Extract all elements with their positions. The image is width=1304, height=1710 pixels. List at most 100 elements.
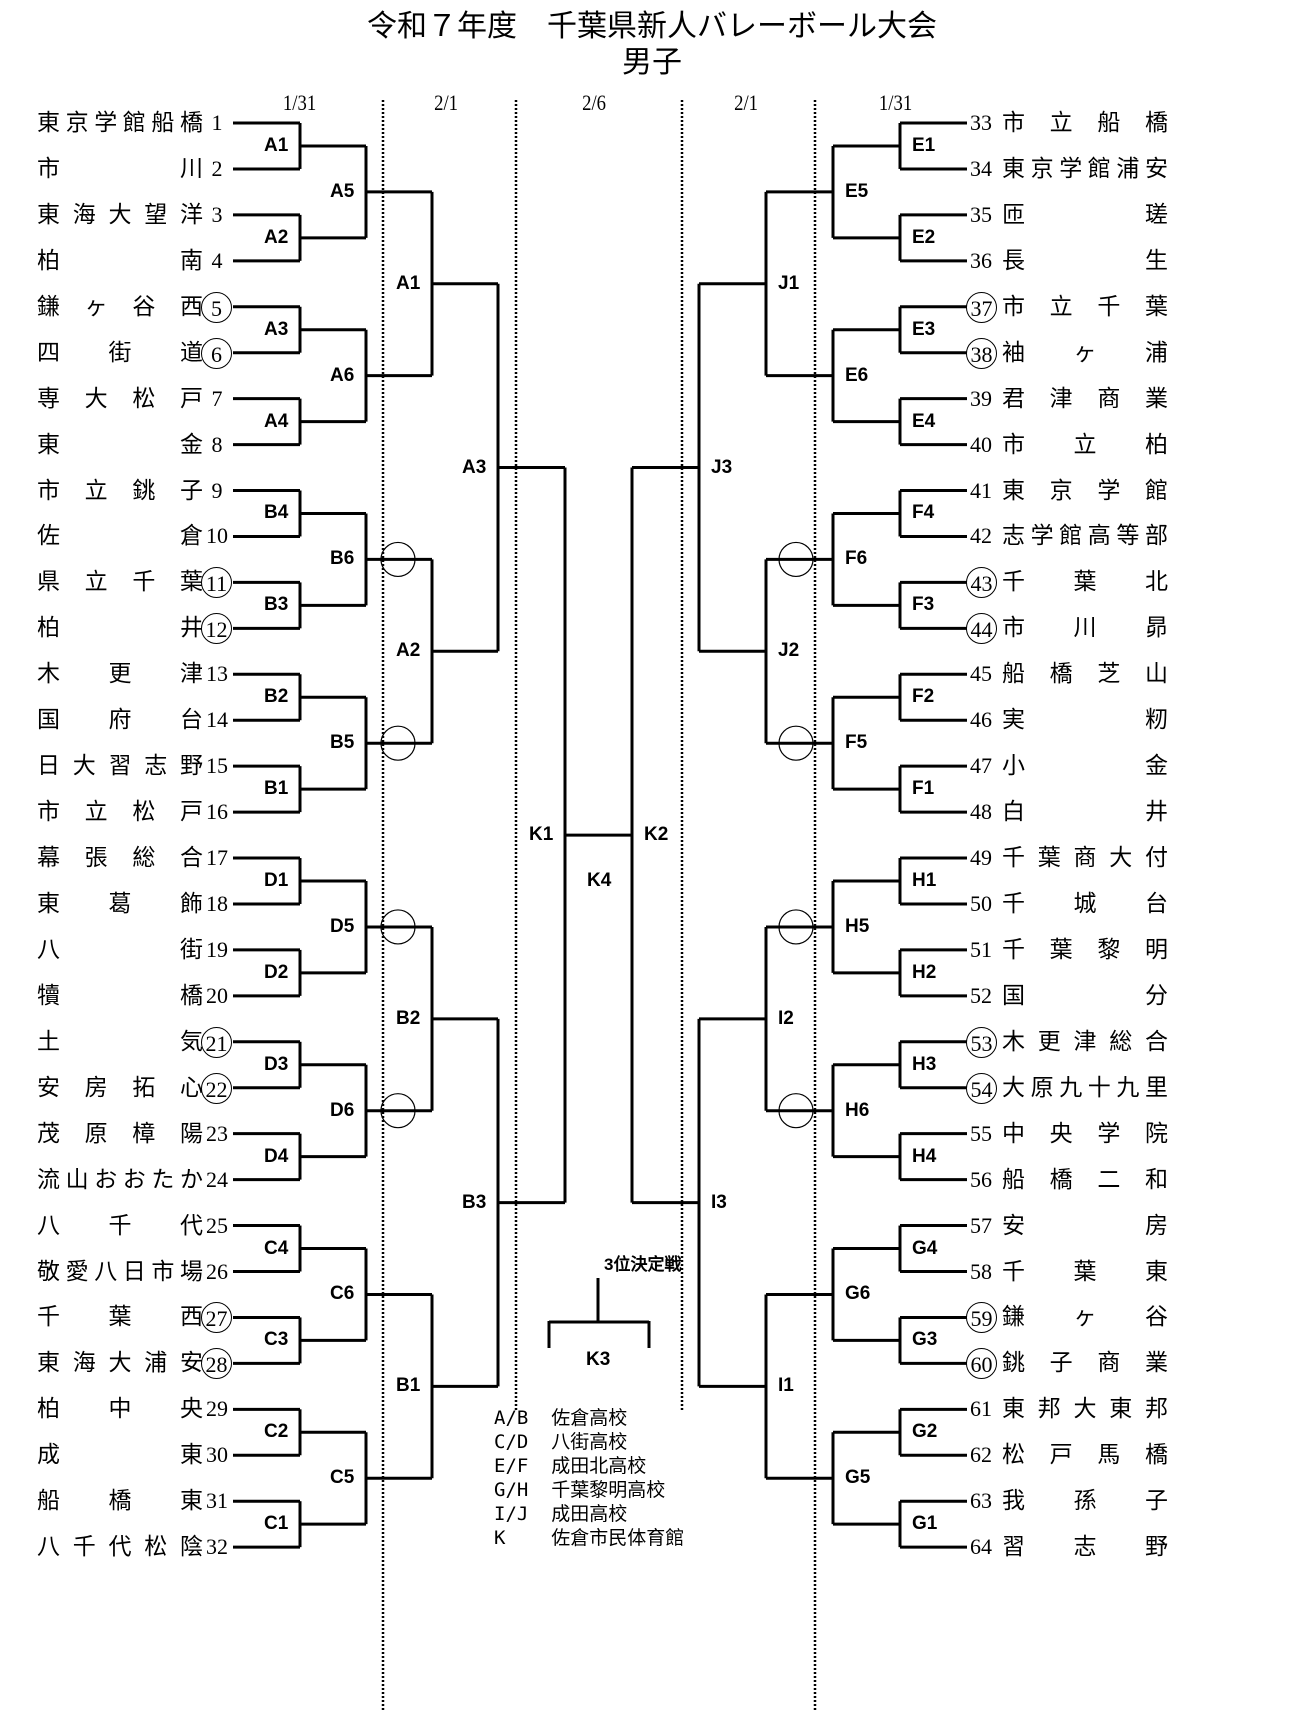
advance-marker-circle [778, 909, 814, 945]
match-code-label: E3 [912, 318, 936, 340]
team-seed-number-circled: 11 [201, 567, 232, 599]
advance-marker-circle [778, 541, 814, 578]
team-name: 君津商業 [1002, 385, 1168, 412]
team-name: 市立千葉 [1002, 293, 1168, 320]
match-code-label: B6 [330, 548, 355, 570]
team-name: 東京学館浦安 [1002, 155, 1168, 182]
team-seed-number-circled: 27 [201, 1302, 232, 1334]
team-seed-number: 29 [206, 1396, 228, 1422]
match-code-label: A2 [264, 226, 289, 248]
team-seed-number-circled: 5 [201, 291, 232, 323]
team-seed-number: 13 [206, 661, 228, 687]
team-seed-number: 45 [970, 661, 992, 687]
team-name: 我孫子 [1002, 1488, 1168, 1515]
team-seed-number: 33 [970, 110, 992, 135]
team-seed-number: 64 [970, 1534, 992, 1560]
team-name: 東金 [37, 431, 203, 458]
team-seed-number: 23 [206, 1120, 228, 1146]
team-name: 柏井 [37, 615, 203, 642]
semifinal-code-label: K2 [644, 824, 669, 846]
match-code-label: H5 [845, 915, 870, 937]
advance-marker-circle [380, 1093, 416, 1129]
date-right-round2: 2/1 [734, 90, 759, 115]
team-name: 国府台 [37, 707, 203, 734]
team-name: 柏南 [37, 247, 203, 274]
match-code-label: G1 [912, 1513, 938, 1535]
team-seed-number-circled: 60 [966, 1348, 997, 1380]
match-code-label: H1 [912, 870, 937, 891]
team-seed-number: 40 [970, 431, 992, 457]
venue-place: 佐倉市民体育館 [551, 1527, 685, 1549]
match-code-label: B3 [264, 594, 289, 616]
match-code-label: D2 [264, 961, 289, 983]
team-seed-number: 49 [970, 845, 992, 871]
team-seed-number-circled: 44 [966, 613, 997, 645]
third-place-label: 3位決定戦 [604, 1255, 682, 1274]
team-seed-number: 26 [206, 1258, 228, 1284]
team-name: 茂原樟陽 [37, 1120, 203, 1147]
team-seed-number: 56 [970, 1166, 992, 1192]
venue-place: 成田高校 [551, 1503, 628, 1525]
venue-entry: E/F 成田北高校 [494, 1454, 646, 1478]
team-name: 東葛飾 [37, 890, 203, 917]
team-seed-number: 9 [211, 477, 223, 503]
match-code-label: D5 [330, 915, 355, 937]
match-code-label: A4 [264, 410, 289, 432]
venue-entry: A/B 佐倉高校 [494, 1406, 627, 1430]
team-seed-number: 55 [970, 1120, 992, 1146]
venue-code: C/D [494, 1431, 552, 1453]
team-name: 四街道 [37, 339, 203, 366]
venue-code: A/B [494, 1407, 552, 1429]
team-name: 袖ヶ浦 [1002, 339, 1168, 366]
team-name: 専大松戸 [37, 385, 203, 412]
match-code-label: B1 [264, 778, 289, 800]
team-name: 習志野 [1002, 1534, 1168, 1561]
team-seed-number: 8 [211, 431, 223, 457]
match-code-label: G5 [845, 1467, 871, 1489]
team-seed-number: 51 [970, 936, 992, 962]
team-seed-number: 61 [970, 1396, 992, 1422]
team-name: 千葉商大付 [1002, 845, 1168, 872]
team-seed-number-circled: 6 [201, 337, 232, 369]
team-seed-number: 46 [970, 707, 992, 733]
date-left-round1: 1/31 [282, 90, 317, 115]
match-code-label: J2 [778, 640, 800, 662]
team-seed-number: 17 [206, 845, 228, 871]
match-code-label: C6 [330, 1283, 355, 1305]
team-name: 木更津総合 [1002, 1028, 1168, 1055]
team-name: 千葉黎明 [1002, 936, 1168, 963]
team-seed-number-circled: 38 [966, 337, 997, 369]
team-seed-number: 30 [206, 1442, 228, 1468]
team-name: 鎌ヶ谷 [1002, 1304, 1168, 1331]
match-code-label: F3 [912, 594, 935, 616]
team-seed-number: 48 [970, 799, 992, 825]
team-seed-number: 34 [970, 155, 992, 181]
match-code-label: C5 [330, 1467, 355, 1489]
venue-code: K [494, 1527, 552, 1549]
match-code-label: F2 [912, 686, 935, 708]
match-code-label: F6 [845, 548, 868, 570]
venue-entry: C/D 八街高校 [494, 1430, 627, 1454]
match-code-label: H2 [912, 961, 937, 983]
final-code-label: K4 [587, 870, 612, 892]
team-name: 志学館高等部 [1002, 523, 1168, 550]
date-left-round2: 2/1 [434, 90, 459, 115]
match-code-label: B2 [264, 686, 289, 708]
team-seed-number: 16 [206, 799, 228, 825]
team-name: 千葉北 [1002, 569, 1168, 596]
team-name: 船橋芝山 [1002, 661, 1168, 688]
match-code-label: E1 [912, 134, 936, 156]
advance-marker-circle [380, 541, 416, 578]
match-code-label: J3 [711, 456, 733, 478]
team-seed-number-circled: 53 [966, 1026, 997, 1058]
team-name: 市立船橋 [1002, 110, 1168, 136]
team-seed-number: 42 [970, 523, 992, 549]
team-name: 市立柏 [1002, 431, 1168, 458]
team-seed-number-circled: 37 [966, 291, 997, 323]
team-name: 日大習志野 [37, 753, 203, 780]
team-name: 犢橋 [37, 982, 203, 1009]
team-seed-number: 41 [970, 477, 992, 503]
team-name: 実籾 [1002, 707, 1168, 734]
team-seed-number: 58 [970, 1258, 992, 1284]
